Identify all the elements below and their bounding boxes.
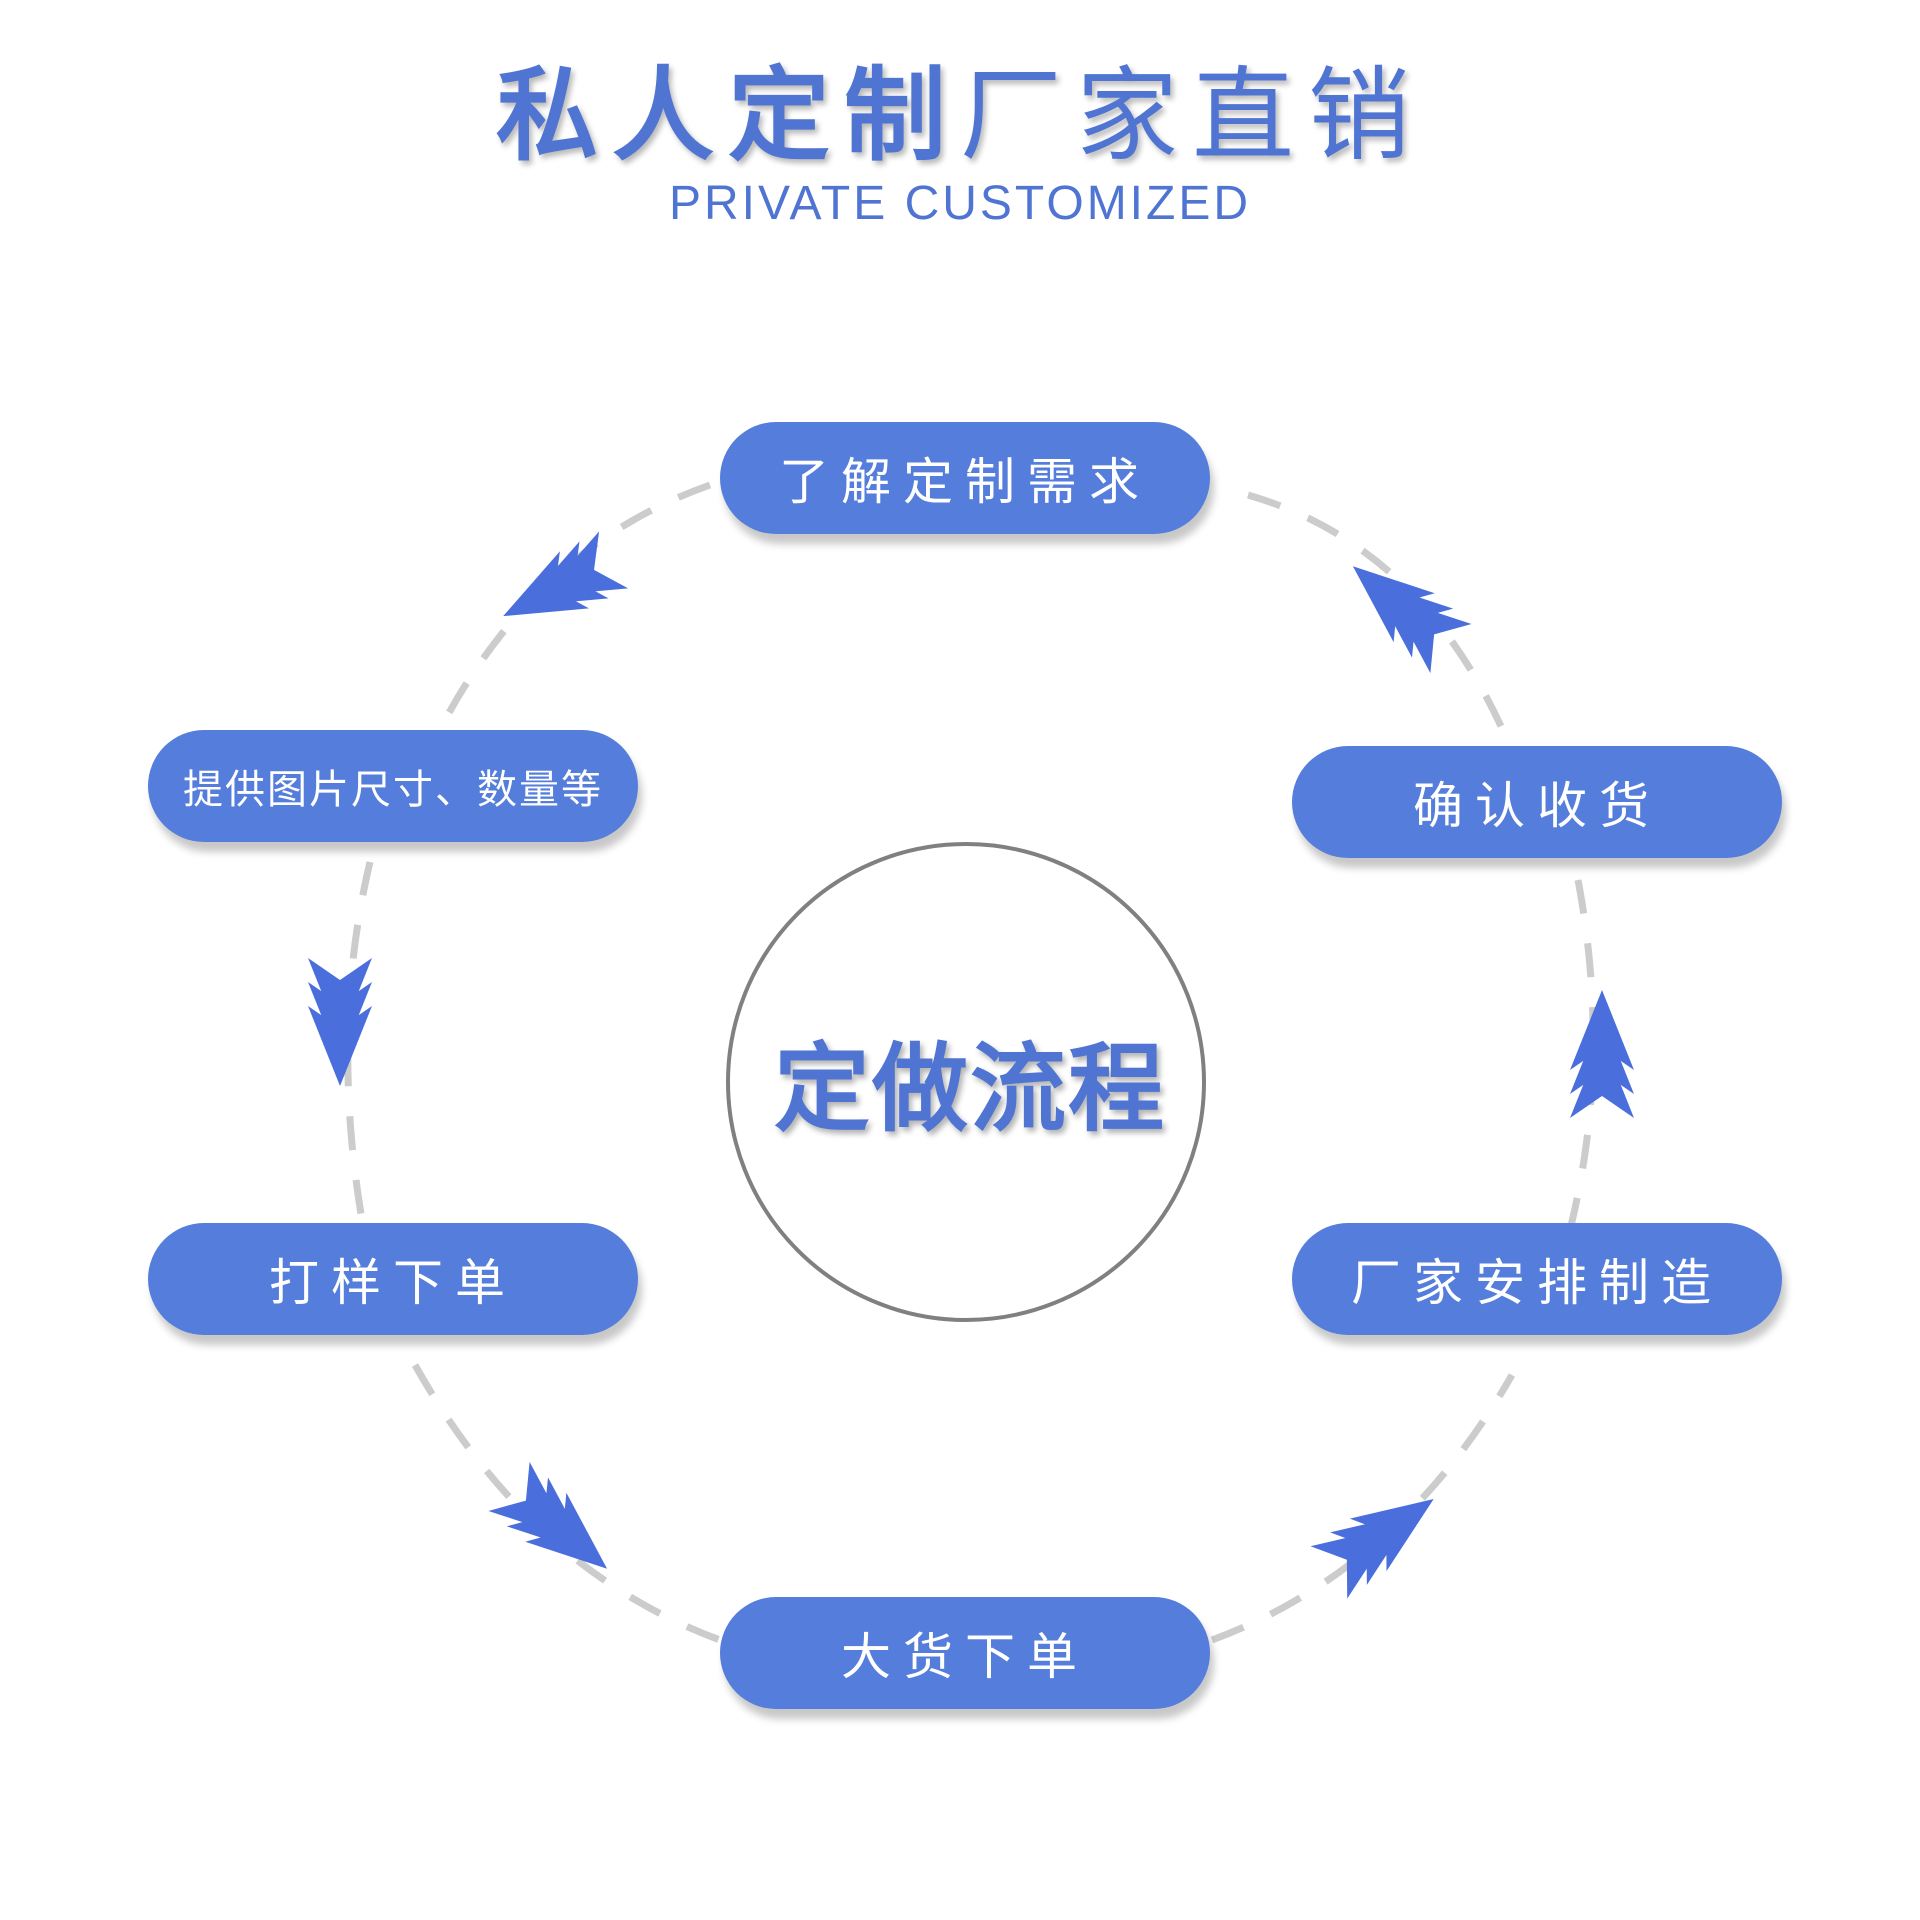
chevron-arrow-icon [308, 958, 372, 1038]
arrow-group-right [1570, 990, 1634, 1118]
chevron-arrow-icon [1352, 566, 1435, 643]
chevron-arrow-icon [525, 1492, 608, 1569]
step-understand-needs: 了解定制需求 [720, 422, 1210, 534]
arrow-group-left [308, 958, 372, 1086]
chevron-arrow-icon [1570, 990, 1634, 1070]
chevron-arrow-icon [1349, 1498, 1434, 1572]
step-manufacturing: 厂家安排制造 [1292, 1223, 1782, 1335]
arrow-group-bottom-left [488, 1461, 608, 1569]
step-confirm-receipt: 确认收货 [1292, 746, 1782, 858]
page-title-bold: 私人定制 [496, 57, 960, 176]
step-provide-details: 提供图片尺寸、数量等 [148, 730, 638, 842]
chevron-arrow-icon [1570, 1014, 1634, 1094]
page-title-light: 厂家直销 [960, 57, 1424, 176]
center-label: 定做流程 [774, 1032, 1166, 1145]
arrow-group-top-right [1352, 566, 1472, 674]
dash-arc-top-right [1247, 491, 1509, 737]
step-sample-order: 打样下单 [148, 1223, 638, 1335]
page-subtitle: PRIVATE CUSTOMIZED [668, 177, 1252, 230]
step-bulk-order: 大货下单 [720, 1597, 1210, 1709]
center-circle [726, 842, 1206, 1322]
page-title: 私人定制厂家直销 [0, 52, 1920, 182]
chevron-arrow-icon [503, 551, 589, 617]
arrow-group-top-left [503, 531, 629, 617]
chevron-arrow-icon [1570, 1038, 1634, 1118]
chevron-arrow-icon [308, 982, 372, 1062]
dash-arc-bottom-right [1210, 1373, 1516, 1644]
chevron-arrow-icon [308, 1006, 372, 1086]
arrow-group-bottom-right [1310, 1498, 1434, 1599]
